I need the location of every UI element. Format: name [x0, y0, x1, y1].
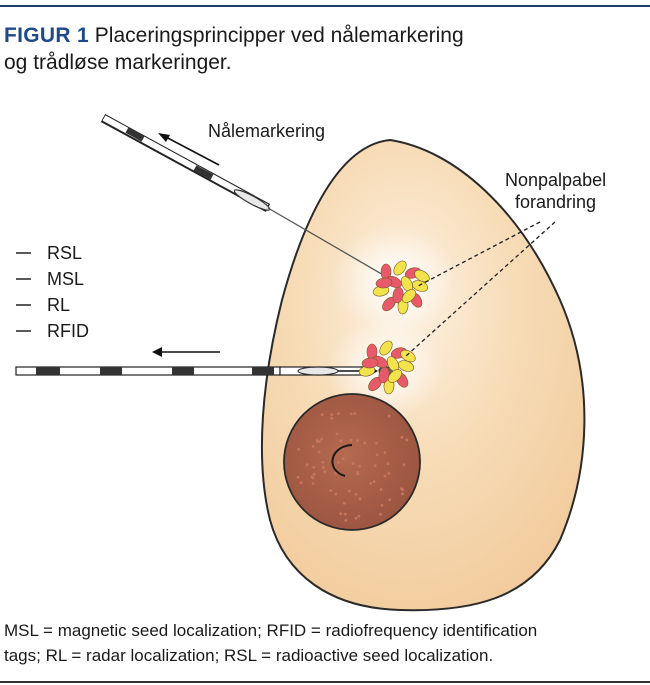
- areola-dot: [311, 445, 315, 448]
- nipple: [331, 444, 353, 477]
- areola-dot: [342, 501, 346, 505]
- areola-dot: [343, 512, 347, 516]
- areola-dot: [351, 462, 355, 465]
- areola-dot: [353, 412, 357, 415]
- wireless-marker-applicator: [15, 366, 394, 376]
- areola-dot: [356, 470, 360, 474]
- areola-dot: [379, 512, 382, 516]
- lesion-petal: [400, 349, 416, 363]
- areola-dot: [400, 435, 404, 439]
- wireless-type-item: RL: [47, 295, 70, 315]
- areola-dot: [337, 412, 341, 416]
- areola-dot: [334, 471, 338, 475]
- areola-dot: [387, 414, 391, 418]
- caption-line1: MSL = magnetic seed localization; RFID =…: [4, 621, 538, 640]
- areola-dot: [334, 492, 338, 496]
- areola-dot: [402, 463, 406, 467]
- lesion-cluster-upper: [372, 260, 430, 315]
- lesion-petal: [375, 277, 393, 289]
- areola-dot: [311, 476, 315, 480]
- areola-dot: [320, 413, 324, 417]
- areola-dot: [373, 464, 377, 468]
- areola-dot: [305, 463, 309, 467]
- areola-dot: [312, 472, 316, 476]
- areola-dot: [321, 465, 325, 469]
- figure-title: FIGUR 1 Placeringsprincipper ved nålemar…: [4, 22, 634, 76]
- areola-dot: [375, 453, 379, 457]
- areola-dot: [321, 460, 325, 464]
- lesion-petal: [379, 340, 393, 356]
- lesion-petal: [361, 357, 379, 369]
- figure-caption: MSL = magnetic seed localization; RFID =…: [4, 618, 644, 668]
- areola-dot: [401, 488, 405, 492]
- areola-dot: [317, 450, 321, 454]
- areola-dot: [358, 464, 361, 468]
- areola-dot: [388, 498, 392, 502]
- lesion-label-line1: Nonpalpabel: [505, 170, 606, 190]
- wireless-type-item: RSL: [47, 243, 82, 263]
- applicator-direction-arrow: [152, 347, 220, 357]
- areola-dot: [358, 497, 362, 501]
- areola-dot: [401, 492, 404, 496]
- needle-label: Nålemarkering: [208, 121, 325, 141]
- areola-dot: [349, 438, 353, 442]
- areola-dot: [372, 480, 376, 484]
- needle-direction-arrow: [158, 133, 220, 166]
- areola-dot: [296, 475, 300, 479]
- bottom-rule: [0, 681, 650, 683]
- lesion-label-leaders: [405, 221, 556, 357]
- areola-dot: [383, 451, 387, 454]
- areola-dot: [339, 512, 343, 516]
- figure-label: FIGUR 1: [4, 24, 89, 47]
- areola-dot: [299, 481, 303, 484]
- figure-title-line1: Placeringsprincipper ved nålemarkering: [94, 24, 464, 47]
- areola: [283, 393, 421, 531]
- areola-dot: [339, 439, 343, 443]
- areola-dot: [379, 488, 383, 491]
- lesion-petal: [387, 369, 403, 383]
- areola-dot: [320, 437, 324, 441]
- areola-dot: [349, 412, 353, 416]
- areola-dot: [297, 447, 301, 451]
- localization-needle: [100, 114, 393, 281]
- areola-dot: [387, 471, 391, 475]
- areola-dot: [330, 416, 334, 420]
- areola-dot: [344, 518, 348, 522]
- areola-dot: [369, 482, 373, 485]
- wireless-type-item: MSL: [47, 269, 84, 289]
- areola-dot: [356, 439, 359, 442]
- areola-dot: [329, 489, 333, 492]
- areola-dot: [357, 514, 361, 518]
- areola-dot: [375, 441, 378, 445]
- areola-dot: [363, 441, 367, 445]
- areola-dot: [341, 457, 345, 461]
- areola-dot: [383, 474, 387, 478]
- areola-dot: [335, 432, 339, 436]
- lesion-petal: [393, 260, 407, 276]
- areola-dot: [315, 439, 319, 442]
- top-rule: [0, 5, 650, 7]
- areola-dot: [336, 461, 340, 464]
- areola-dot: [312, 465, 316, 469]
- areola-dot: [330, 413, 334, 417]
- areola-dot: [386, 462, 390, 465]
- lesion-petal: [414, 269, 430, 283]
- lesion-cluster-lower: [358, 340, 416, 395]
- areola-dot: [323, 470, 327, 474]
- wireless-types-list: RSL MSL RL RFID: [16, 243, 89, 341]
- caption-line2: tags; RL = radar localization; RSL = rad…: [4, 646, 494, 665]
- lesion-label-line2: forandring: [515, 192, 596, 212]
- areola-dot: [354, 492, 358, 496]
- figure-title-line2: og trådløse markeringer.: [4, 51, 232, 74]
- areola-dot: [311, 482, 315, 486]
- wireless-type-item: RFID: [47, 321, 89, 341]
- areola-dot: [380, 503, 384, 507]
- areola-dot: [405, 438, 409, 442]
- areola-dot: [348, 489, 351, 493]
- areola-dot: [354, 516, 358, 520]
- areola-dots: [296, 412, 409, 522]
- lesion-petal: [401, 289, 417, 303]
